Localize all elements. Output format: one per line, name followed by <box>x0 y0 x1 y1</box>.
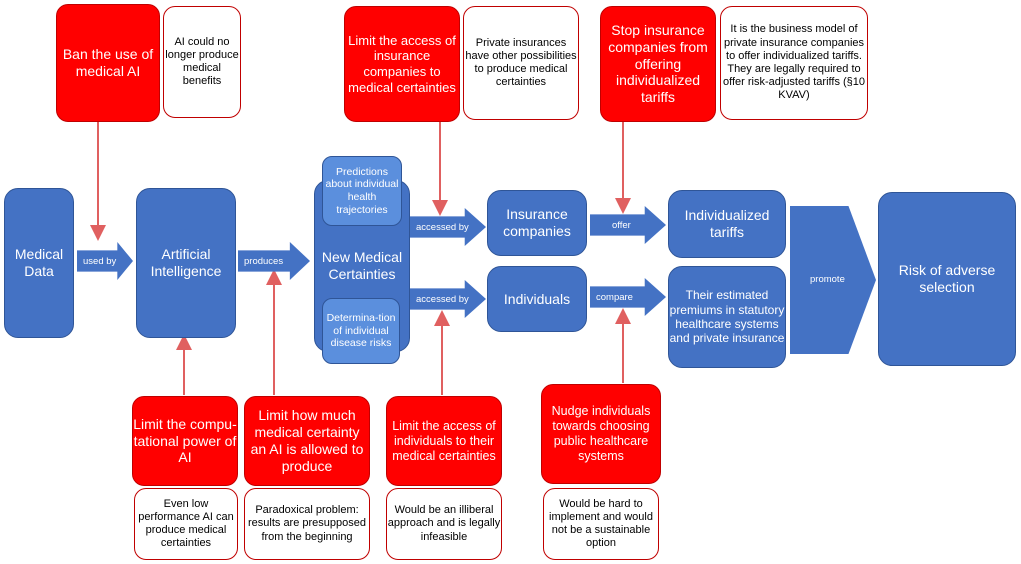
node-predictions: Predictions about individual health traj… <box>322 156 402 226</box>
edge-promote-label: promote <box>810 274 845 286</box>
note-limit-certainty-label: Paradoxical problem: results are presupp… <box>247 504 366 543</box>
measure-nudge-label: Nudge individuals towards choosing publi… <box>551 404 651 463</box>
note-limit-power-label: Even low performance AI can produce medi… <box>138 497 234 550</box>
node-medical-data: Medical Data <box>4 188 74 338</box>
node-determination-label: Determina-tion of individual disease ris… <box>326 312 396 350</box>
node-insurance-label: Insurance companies <box>503 206 571 239</box>
node-determination: Determina-tion of individual disease ris… <box>322 298 400 364</box>
measure-limit-power: Limit the compu-tational power of AI <box>132 396 238 486</box>
node-tariffs-label: Individualized tariffs <box>684 207 770 240</box>
measure-limit-insurance-label: Limit the access of insurance companies … <box>348 32 456 95</box>
measure-limit-individual-label: Limit the access of individuals to their… <box>392 418 496 463</box>
note-ban-ai-label: AI could no longer produce medical benef… <box>165 35 239 88</box>
note-limit-certainty: Paradoxical problem: results are presupp… <box>244 488 370 560</box>
note-stop-tariffs: It is the business model of private insu… <box>720 6 868 120</box>
measure-limit-power-label: Limit the compu-tational power of AI <box>133 415 237 466</box>
node-ai-label: Artificial Intelligence <box>150 246 222 279</box>
measure-limit-certainty: Limit how much medical certainty an AI i… <box>244 396 370 486</box>
node-individualized-tariffs: Individualized tariffs <box>668 190 786 258</box>
node-risk-label: Risk of adverse selection <box>898 262 996 295</box>
edge-used-by-label: used by <box>83 255 117 267</box>
node-artificial-intelligence: Artificial Intelligence <box>136 188 236 338</box>
measure-limit-individual-access: Limit the access of individuals to their… <box>386 396 502 486</box>
measure-ban-ai-label: Ban the use of medical AI <box>62 46 154 79</box>
node-individuals-label: Individuals <box>503 290 571 307</box>
measure-ban-ai: Ban the use of medical AI <box>56 4 160 122</box>
edge-offer-label: offer <box>612 219 631 231</box>
edge-produces-label: produces <box>244 255 284 267</box>
note-limit-power: Even low performance AI can produce medi… <box>134 488 238 560</box>
edge-accessed-by-individuals-label: accessed by <box>416 293 469 305</box>
node-estimated-premiums: Their estimated premiums in statutory he… <box>668 266 786 368</box>
note-stop-tariffs-label: It is the business model of private insu… <box>722 23 866 102</box>
measure-limit-insurance-access: Limit the access of insurance companies … <box>344 6 460 122</box>
node-medical-data-label: Medical Data <box>14 246 64 279</box>
edge-compare-label: compare <box>596 291 633 303</box>
node-new-certainties-label: New Medical Certainties <box>321 249 403 282</box>
measure-nudge: Nudge individuals towards choosing publi… <box>541 384 661 484</box>
note-ban-ai: AI could no longer produce medical benef… <box>163 6 241 118</box>
node-risk-adverse-selection: Risk of adverse selection <box>878 192 1016 366</box>
note-limit-insurance-label: Private insurances have other possibilit… <box>465 36 577 89</box>
note-limit-individual-label: Would be an illiberal approach and is le… <box>387 504 501 543</box>
measure-stop-tariffs: Stop insurance companies from offering i… <box>600 6 716 122</box>
note-nudge: Would be hard to implement and would not… <box>543 488 659 560</box>
measure-limit-certainty-label: Limit how much medical certainty an AI i… <box>250 407 364 474</box>
measure-stop-tariffs-label: Stop insurance companies from offering i… <box>608 22 708 106</box>
node-predictions-label: Predictions about individual health traj… <box>325 165 399 216</box>
node-insurance-companies: Insurance companies <box>487 190 587 256</box>
node-individuals: Individuals <box>487 266 587 332</box>
note-limit-insurance-access: Private insurances have other possibilit… <box>463 6 579 120</box>
edge-accessed-by-insurance-label: accessed by <box>416 221 469 233</box>
note-limit-individual-access: Would be an illiberal approach and is le… <box>386 488 502 560</box>
note-nudge-label: Would be hard to implement and would not… <box>549 497 653 550</box>
node-premiums-label: Their estimated premiums in statutory he… <box>669 288 785 346</box>
